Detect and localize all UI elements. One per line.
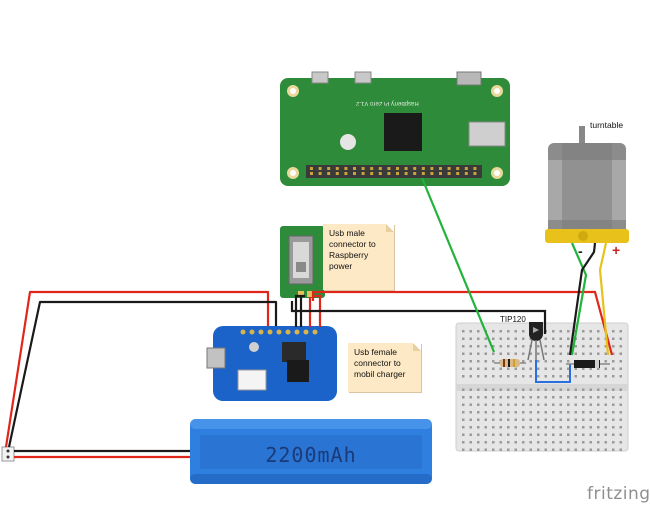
gpio-header [310, 167, 477, 175]
usb-female-note: Usb female connector to mobil charger [348, 343, 421, 392]
diode [566, 360, 610, 368]
battery-capacity-label: 2200mAh [265, 443, 357, 467]
motor-plus-label: + [612, 242, 621, 258]
fritzing-watermark: fritzing [587, 484, 650, 504]
breakout-pins [240, 329, 318, 335]
powerboost-breakout [206, 326, 337, 401]
usb-male-note: Usb male connector to Raspberry power [323, 224, 394, 290]
battery [190, 419, 432, 484]
breadboard [455, 322, 629, 452]
power-wires [4, 290, 278, 459]
usb-male-connector-board [280, 226, 325, 298]
tip120-transistor [527, 322, 545, 361]
turntable-label: turntable [590, 120, 624, 130]
resistor [494, 359, 526, 367]
jst-connector [1, 446, 15, 462]
jumper-wire [535, 360, 571, 383]
motor-leads [568, 242, 610, 356]
pi-silkscreen-label: Raspberry Pi Zero V1.2 [356, 100, 419, 106]
motor-supply-wires [290, 290, 614, 356]
gpio-signal-wire [420, 177, 496, 353]
dc-motor [545, 126, 629, 243]
tip120-label: TIP120 [500, 315, 526, 324]
raspberry-pi-zero [280, 71, 510, 186]
motor-minus-label: - [578, 243, 583, 259]
